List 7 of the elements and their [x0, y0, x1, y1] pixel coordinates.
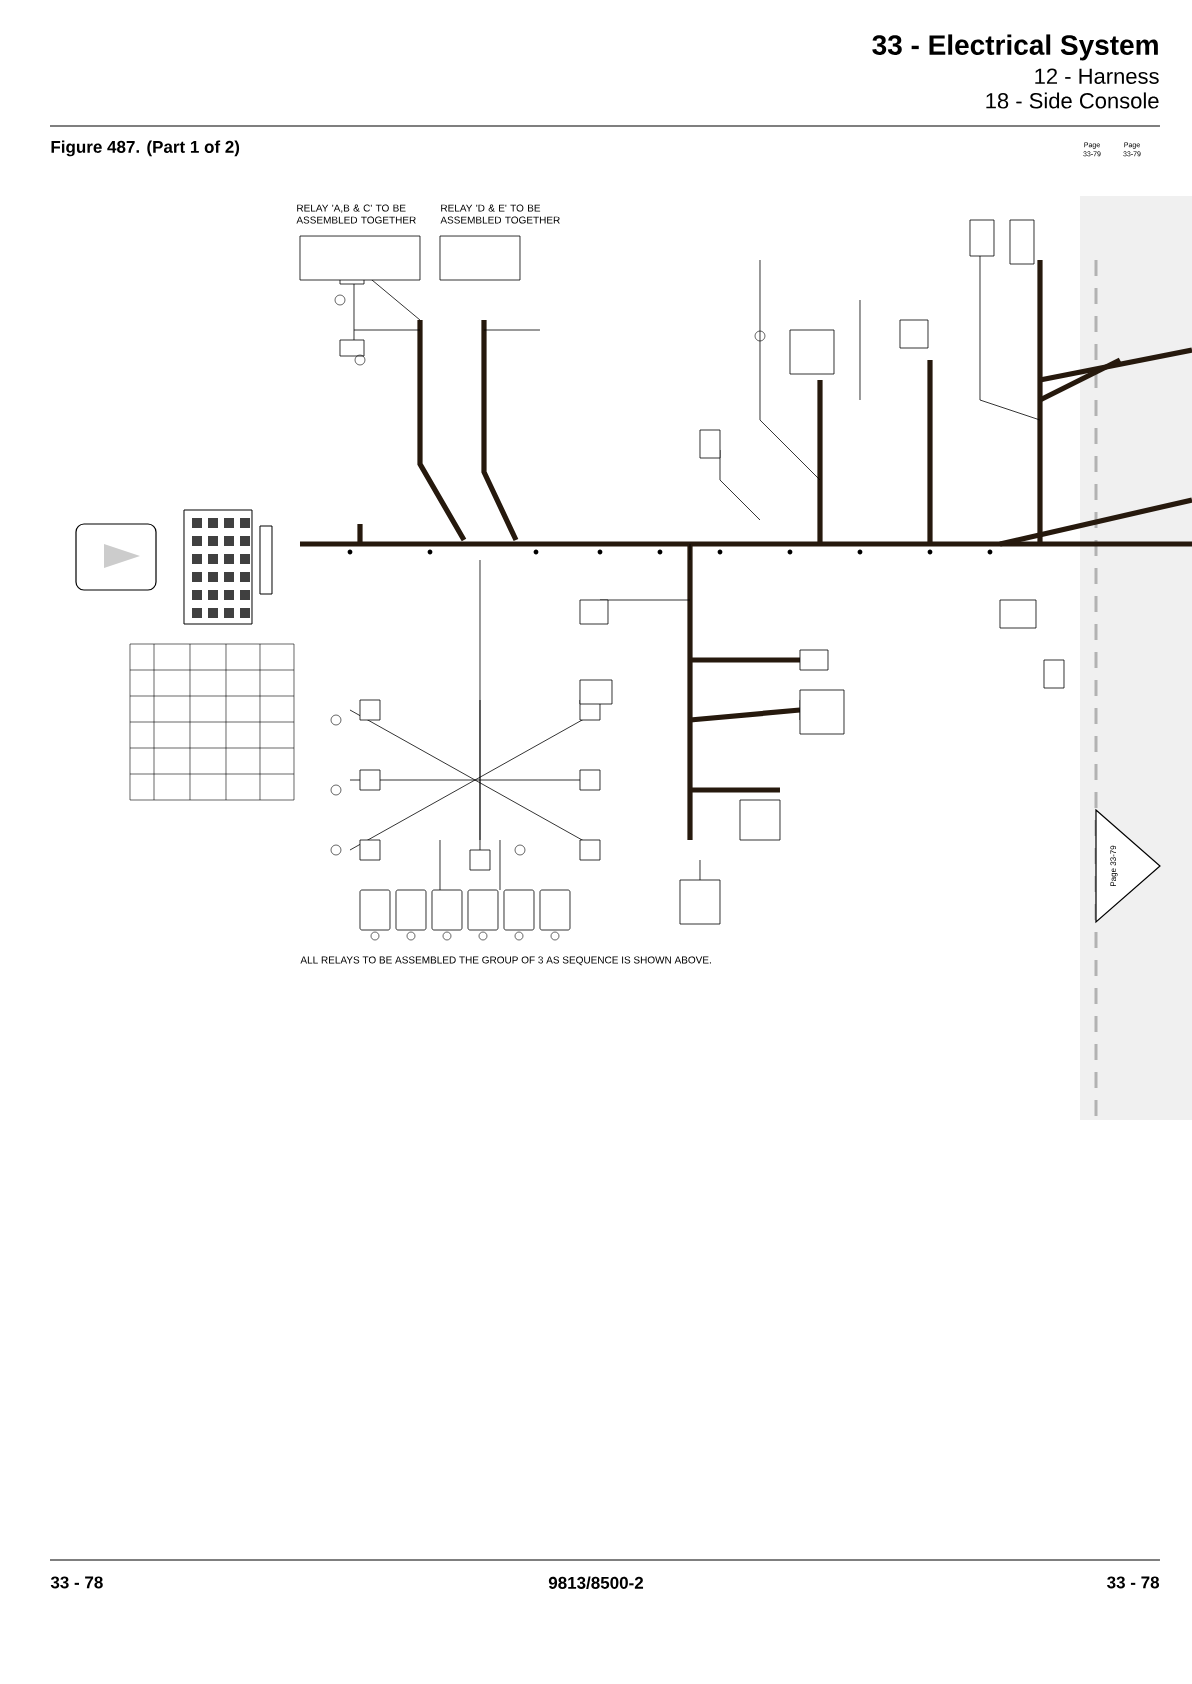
page-number: 33 - 78 [50, 1576, 103, 1589]
document-number: 9813/8500-2 [548, 1576, 644, 1590]
page-number: 33 - 78 [1107, 1576, 1160, 1589]
section-title: 12 - Harness [1035, 68, 1159, 84]
section-title: 18 - Side Console [986, 92, 1159, 109]
figure-caption: Figure 487. (Part 1 of 2) [51, 140, 240, 157]
page-title: 33 - Electrical System [872, 34, 1158, 61]
